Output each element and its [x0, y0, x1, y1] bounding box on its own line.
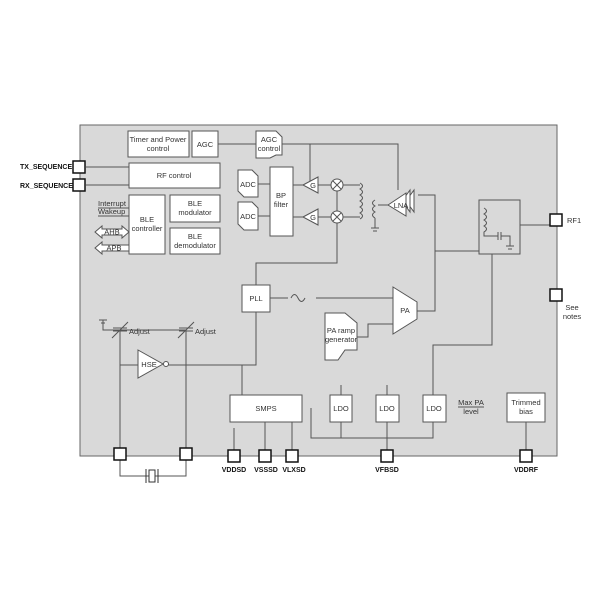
agc-block — [191, 130, 219, 158]
ble-controller-block — [128, 194, 166, 255]
block-label: LDO — [426, 404, 442, 413]
signal-ahb: AHB — [104, 228, 119, 237]
block-label: BLE — [140, 215, 154, 224]
block-label: BP — [276, 191, 286, 200]
block-label: RF control — [157, 171, 192, 180]
pin-label-tx: TX_SEQUENCE — [20, 164, 72, 171]
ahb-bus-arrow — [94, 224, 130, 240]
pin-osc-in — [113, 447, 127, 461]
signal-apb: APB — [106, 244, 121, 253]
block-label: control — [258, 144, 281, 153]
block-label: bias — [519, 407, 533, 416]
rf-control-block — [128, 162, 221, 189]
adjust-label: Adjust — [129, 327, 151, 336]
block-label: BLE — [188, 232, 202, 241]
block-label: ADC — [240, 212, 256, 221]
see-notes-label: See — [565, 303, 578, 312]
ldo-block-pa — [422, 394, 447, 423]
ldo-block-2 — [375, 394, 400, 423]
block-label: BLE — [188, 199, 202, 208]
apb-bus-arrow — [94, 240, 130, 256]
block-label: AGC — [197, 140, 214, 149]
pin-label-vsssd: VSSSD — [254, 467, 278, 474]
hse-oscillator-block — [137, 349, 165, 379]
pin-vddrf — [519, 449, 533, 463]
block-label: control — [147, 144, 170, 153]
block-label: PA — [400, 306, 409, 315]
block-label: filter — [274, 200, 289, 209]
block-label: SMPS — [255, 404, 276, 413]
block-label: generator — [325, 335, 358, 344]
block-label: PLL — [249, 294, 262, 303]
pin-vddsd — [227, 449, 241, 463]
pin-label-vlxsd: VLXSD — [282, 467, 305, 474]
interrupt-wakeup-lines — [98, 207, 129, 217]
smps-block — [229, 394, 303, 423]
pin-label-rx: RX_SEQUENCE — [20, 183, 73, 190]
pin-vlxsd — [285, 449, 299, 463]
pin-osc-out — [179, 447, 193, 461]
gain-amp-q — [301, 208, 319, 226]
mixer-icon — [330, 178, 344, 192]
block-label: LDO — [379, 404, 395, 413]
bp-filter-block — [269, 166, 294, 237]
block-label: LNA — [394, 201, 409, 210]
block-label: AGC — [261, 135, 278, 144]
block-label: Trimmed — [511, 398, 540, 407]
block-label: G — [310, 213, 316, 222]
trimmed-bias-block — [506, 392, 546, 423]
pin-rx-sequence — [72, 178, 86, 192]
ldo-block-1 — [329, 394, 353, 423]
pa-block — [392, 286, 418, 335]
signal-wakeup: Wakeup — [98, 207, 125, 216]
pin-label-vddsd: VDDSD — [222, 467, 247, 474]
signal-interrupt: Interrupt — [98, 199, 127, 208]
block-label: ADC — [240, 180, 256, 189]
ble-demodulator-block — [169, 227, 221, 255]
lna-block — [387, 188, 415, 217]
pin-tx-sequence — [72, 160, 86, 174]
timer-power-control-block — [127, 130, 190, 158]
gain-amp-i — [301, 176, 319, 194]
pll-block — [241, 284, 271, 313]
max-pa-level-label: Max PA — [458, 398, 484, 407]
pin-vfbsd — [380, 449, 394, 463]
adc-block-i — [237, 169, 259, 198]
agc-control-block — [255, 130, 283, 159]
adjust-label: Adjust — [195, 327, 217, 336]
block-label: G — [310, 181, 316, 190]
ground-icon — [99, 319, 107, 324]
variable-capacitor-icon — [111, 321, 129, 339]
pin-label-rf1: RF1 — [567, 216, 581, 225]
matching-inductor-capacitor-icon — [483, 207, 514, 250]
variable-capacitor-icon — [177, 321, 195, 339]
pin-label-vddrf: VDDRF — [514, 467, 539, 474]
oscillator-sine-icon — [290, 294, 306, 302]
pin-see-notes — [549, 288, 563, 302]
pin-vsssd — [258, 449, 272, 463]
mixer-icon — [330, 210, 344, 224]
pa-ramp-generator-block — [324, 312, 358, 361]
adc-block-q — [237, 201, 259, 231]
block-label: Timer and Power — [130, 135, 187, 144]
block-label: PA ramp — [327, 326, 355, 335]
wires — [86, 143, 550, 477]
inverter-bubble — [163, 361, 169, 367]
max-pa-level-label: level — [463, 407, 479, 416]
crystal-icon — [145, 469, 159, 483]
block-label: demodulator — [174, 241, 216, 250]
block-label: LDO — [333, 404, 349, 413]
pin-label-vfbsd: VFBSD — [375, 467, 399, 474]
pin-rf1 — [549, 213, 563, 227]
block-label: modulator — [178, 208, 212, 217]
ble-modulator-block — [169, 194, 221, 223]
block-label: controller — [132, 224, 163, 233]
see-notes-label: notes — [563, 312, 582, 321]
block-label: HSE — [141, 360, 156, 369]
transformer-icon — [359, 182, 379, 232]
